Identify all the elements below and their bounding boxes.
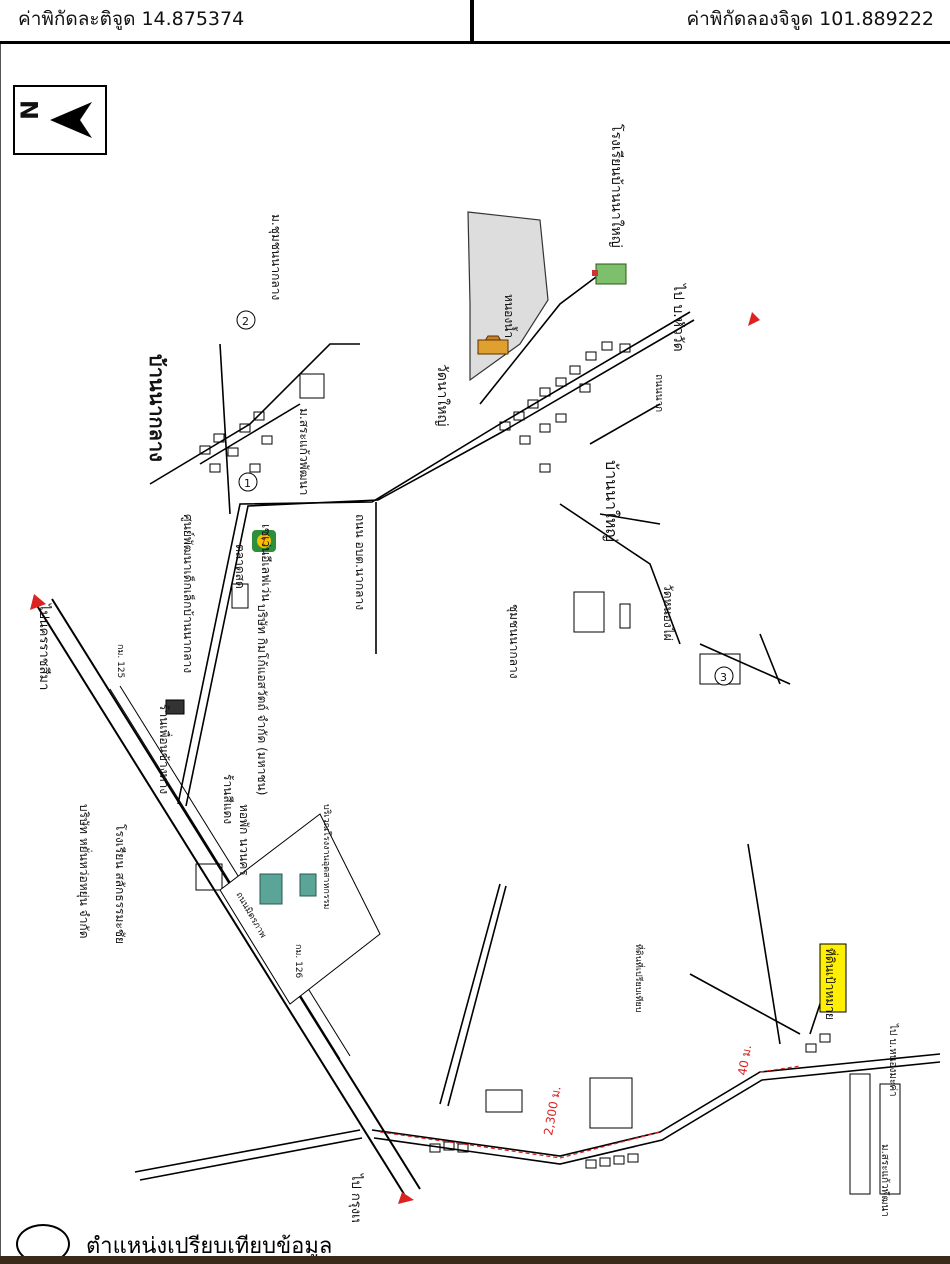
nok-road-label: ถนนนาก <box>653 374 664 412</box>
north-label: N <box>16 100 44 120</box>
km125-label: กม. 125 <box>115 644 125 678</box>
to-top-right-label: ไป บ.หนองมะค่า <box>887 1023 899 1097</box>
village-buildings <box>165 341 901 1195</box>
map-frame <box>0 44 950 1264</box>
school-mid-label: ม.ชุมชนนากลาง <box>268 214 283 300</box>
marker-2: 2 <box>242 315 249 328</box>
map-labels: บ้านนากลาง บ้านนาใหญ่ วัดนาใหญ่ โรงเรียน… <box>36 124 899 1222</box>
latitude-label: ค่าพิกัดละติจูด 14.875374 <box>18 8 245 30</box>
ban-na-klang-label: บ้านนากลาง <box>145 354 169 462</box>
factory-area-label: บริเวณโรงงานอุตสาหกรรม <box>321 804 332 910</box>
subject-label: ที่ดินเป้าหมาย <box>823 948 839 1020</box>
village-community-label: ชุมชนนากลาง <box>506 604 521 679</box>
school-icon <box>592 263 627 285</box>
shop-label: ร้านสีแดง <box>221 774 235 824</box>
to-huawat-label: ไป บ.หัววัด <box>670 283 687 352</box>
company-two-label: บริษัท กิมโก้แอสวัตถ์ จำกัด (มหาชน) <box>255 604 269 795</box>
legend-text: ตำแหน่งเปรียบเทียบข้อมูล <box>86 1234 333 1259</box>
distance-markers <box>379 1065 801 1159</box>
to-bkk-label: ไป กรุงเทพฯ <box>348 1173 364 1222</box>
header-divider <box>470 0 474 44</box>
subject-highlight <box>819 943 847 1013</box>
dorm-label: หอพัก นวนคร <box>237 804 251 876</box>
numbered-markers: 2 1 3 <box>236 310 734 686</box>
longitude-label: ค่าพิกัดลองจิจูด 101.889222 <box>686 8 934 30</box>
distance-40-label: 40 ม. <box>735 1044 754 1077</box>
seven-eleven-label: เซเว่นอีเลฟเว่น <box>259 524 273 602</box>
village-bottom-label: ม.สระแก้วพัฒนา <box>879 1144 891 1217</box>
seven-eleven-icon: 7 <box>252 530 276 552</box>
wat-na-yai-label: วัดนาใหญ่ <box>434 364 451 426</box>
km126-label: กม. 126 <box>293 944 303 979</box>
footer-bar <box>0 1256 950 1264</box>
svg-text:7: 7 <box>260 537 266 548</box>
school-na-yai-label: โรงเรียนบ้านนาใหญ่ <box>608 124 625 248</box>
coordinates-header: ค่าพิกัดละติจูด 14.875374 ค่าพิกัดลองจิจ… <box>0 0 950 44</box>
ban-na-yai-label: บ้านนาใหญ่ <box>602 460 621 542</box>
school-right-label: โรงเรียน สลักธรรมะชัย <box>113 824 127 944</box>
company-one-label: บริษัท หยั่นหว่อหยุ่น จำกัด <box>76 804 93 938</box>
temple-mid-label: วัดหนองไผ่ <box>661 584 675 641</box>
marker-3: 3 <box>720 671 727 684</box>
location-map: N หนองน้ำ <box>13 85 941 1222</box>
marker-1: 1 <box>244 477 251 490</box>
market-label: ตลาดสด <box>233 544 247 589</box>
road-obt-label: ถนน อบต.นากลาง <box>353 514 367 610</box>
local-roads <box>134 273 941 1181</box>
compare-point-label: ที่ดินที่เปรียบเทียบ <box>633 944 646 1013</box>
temple-icon <box>477 335 509 355</box>
swamp-label: หนองน้ำ <box>502 294 518 338</box>
childcare-label: ศูนย์พัฒนาเด็กเล็กบ้านนากลาง <box>180 514 196 673</box>
rest-village-label: ม.สระแก้วพัฒนา <box>297 408 311 495</box>
distance-2300-label: 2,300 ม. <box>541 1085 563 1137</box>
factory-area <box>219 813 381 1005</box>
north-arrow-icon: N <box>13 85 107 155</box>
rest-stop-label: ร้านเพื่อนข้างทาง <box>157 704 173 794</box>
to-korat-label: ไปนครราชสีมา <box>36 603 52 690</box>
